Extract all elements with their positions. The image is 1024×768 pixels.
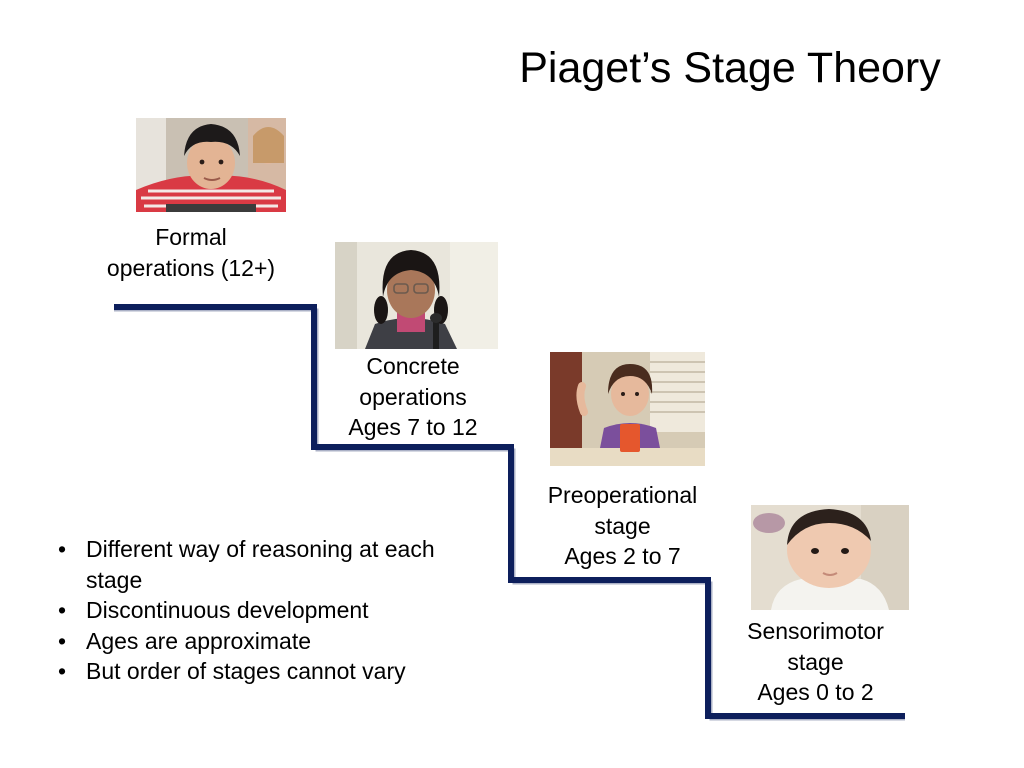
stage-label-sensorimotor: Sensorimotor stage Ages 0 to 2 [718, 616, 913, 708]
baby-photo [751, 505, 909, 610]
stage-label-line: Ages 2 to 7 [564, 543, 681, 569]
slide-title: Piaget’s Stage Theory [519, 44, 941, 92]
bullet-item: But order of stages cannot vary [56, 656, 496, 687]
stage-label-formal: Formal operations (12+) [86, 222, 296, 283]
stage-label-line: Preoperational [547, 482, 698, 508]
stage-label-concrete: Concrete operations Ages 7 to 12 [318, 351, 508, 443]
bullet-item: Ages are approximate [56, 626, 496, 657]
stage-label-line: stage [594, 512, 651, 539]
stage-label-line: Concrete [366, 353, 460, 379]
girl-with-microphone-photo [335, 242, 498, 349]
stage-label-line: Ages 0 to 2 [757, 679, 874, 705]
stage-label-preoperational: Preoperational stage Ages 2 to 7 [520, 480, 725, 572]
stage-label-line: stage [787, 648, 844, 675]
teen-boy-photo [136, 118, 286, 212]
bullet-item: Discontinuous development [56, 595, 496, 626]
stage-label-line: Formal [155, 224, 227, 250]
stage-label-line: Ages 7 to 12 [348, 414, 478, 440]
stage-label-line: operations [359, 383, 467, 410]
bullet-list: Different way of reasoning at each stage… [56, 534, 496, 687]
toddler-at-table-photo [550, 352, 705, 466]
stage-label-line: Sensorimotor [747, 618, 884, 644]
bullet-item: Different way of reasoning at each stage [56, 534, 496, 595]
stage-label-line: operations (12+) [106, 254, 276, 281]
